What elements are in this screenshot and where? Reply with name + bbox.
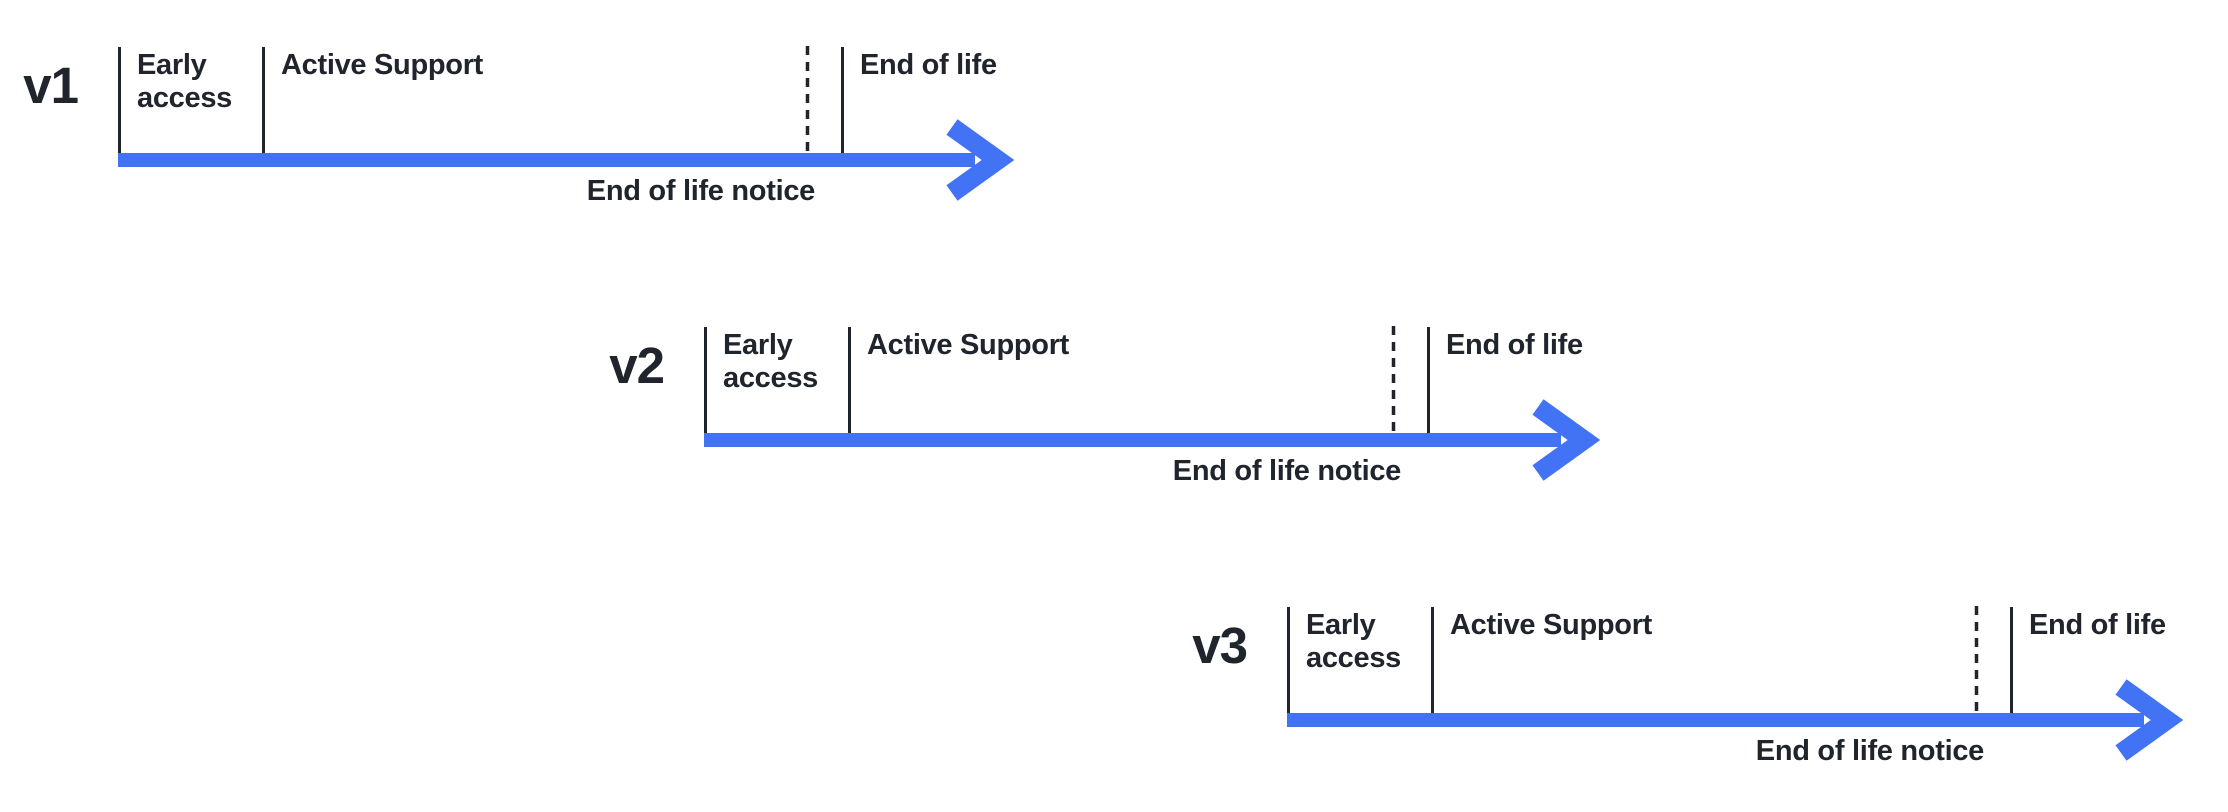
end-of-life-notice-label: End of life notice (586, 175, 816, 207)
end-of-life-notice-label: End of life notice (1755, 735, 1985, 767)
arrowhead-chevron (2115, 679, 2184, 761)
version-label: v1 (23, 57, 79, 114)
version-label: v2 (609, 337, 665, 394)
arrowhead-chevron (946, 119, 1015, 201)
timeline-bar (704, 433, 1561, 447)
timeline-row-v1: v1 Early access Active Support End of li… (0, 0, 1060, 230)
timeline-row-v2: v2 Early access Active Support End of li… (586, 280, 1646, 510)
active-support-label: Active Support (281, 49, 484, 81)
timeline-bar (118, 153, 975, 167)
end-of-life-label: End of life (1446, 329, 1583, 361)
end-of-life-label: End of life (2029, 609, 2166, 641)
arrowhead-chevron (1532, 399, 1601, 481)
early-access-label: Early access (723, 329, 818, 394)
active-support-label: Active Support (867, 329, 1070, 361)
early-access-label: Early access (1306, 609, 1401, 674)
timeline-arrow-graphic (118, 46, 1015, 201)
timeline-bar (1287, 713, 2144, 727)
timeline-arrow-graphic (704, 326, 1601, 481)
active-support-label: Active Support (1450, 609, 1653, 641)
timeline-row-v3: v3 Early access Active Support End of li… (1169, 560, 2228, 790)
timeline-arrow-graphic (1287, 606, 2184, 761)
end-of-life-notice-label: End of life notice (1172, 455, 1402, 487)
end-of-life-label: End of life (860, 49, 997, 81)
early-access-label: Early access (137, 49, 232, 114)
version-label: v3 (1192, 617, 1248, 674)
